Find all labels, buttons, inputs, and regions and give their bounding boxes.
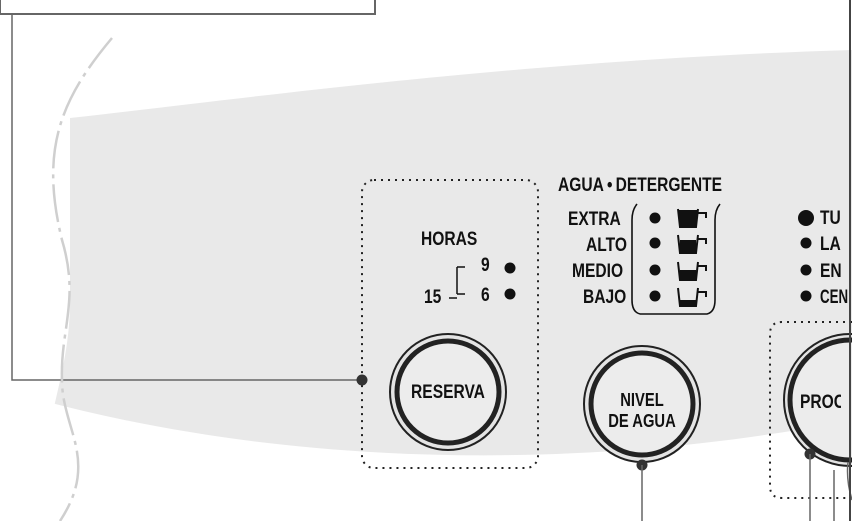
level-extra-label: EXTRA xyxy=(568,209,621,230)
program-leds xyxy=(798,210,814,302)
program-item-1: TU xyxy=(820,208,841,229)
level-alto-label: ALTO xyxy=(586,235,627,256)
reserva-callout-dot xyxy=(356,374,368,386)
hours-option-9: 9 xyxy=(481,255,490,276)
cup-alto-icon xyxy=(677,234,707,254)
agua-detergente-title: AGUA • DETERGENTE xyxy=(558,175,723,196)
reserva-frame xyxy=(361,179,539,469)
water-bracket-left xyxy=(631,203,641,315)
nivel-button-label-line2: DE AGUA xyxy=(608,411,676,431)
cup-extra-icon xyxy=(677,208,707,228)
program-item-3: EN xyxy=(820,261,842,282)
program-item-2: LA xyxy=(820,234,841,255)
cup-bajo-icon xyxy=(677,287,707,307)
hours-bracket xyxy=(449,266,465,299)
program-item-4: CEN xyxy=(820,287,849,308)
hours-6-led xyxy=(504,288,516,300)
water-cup-icons xyxy=(677,208,707,307)
water-bracket-right xyxy=(640,203,721,315)
hours-total-label: 15 xyxy=(424,287,442,308)
program-leader-curve xyxy=(846,461,852,501)
level-bajo-label: BAJO xyxy=(583,287,627,308)
callout-box xyxy=(0,0,376,15)
hours-9-led xyxy=(504,262,516,274)
cup-medio-icon xyxy=(677,261,707,281)
level-medio-label: MEDIO xyxy=(572,261,624,282)
reserva-button-label: RESERVA xyxy=(411,382,485,403)
nivel-de-agua-button[interactable] xyxy=(588,350,696,458)
panel-lower-shade xyxy=(40,400,852,521)
nivel-button-label-line1: NIVEL xyxy=(620,390,664,410)
reserva-button[interactable] xyxy=(394,338,502,446)
panel-edge-wave xyxy=(51,37,113,521)
program-button-label: PROC xyxy=(800,393,841,412)
leader-line-reserva xyxy=(11,14,362,381)
hours-option-6: 6 xyxy=(481,285,490,306)
water-level-leds xyxy=(649,212,661,302)
horas-label: HORAS xyxy=(421,229,478,250)
